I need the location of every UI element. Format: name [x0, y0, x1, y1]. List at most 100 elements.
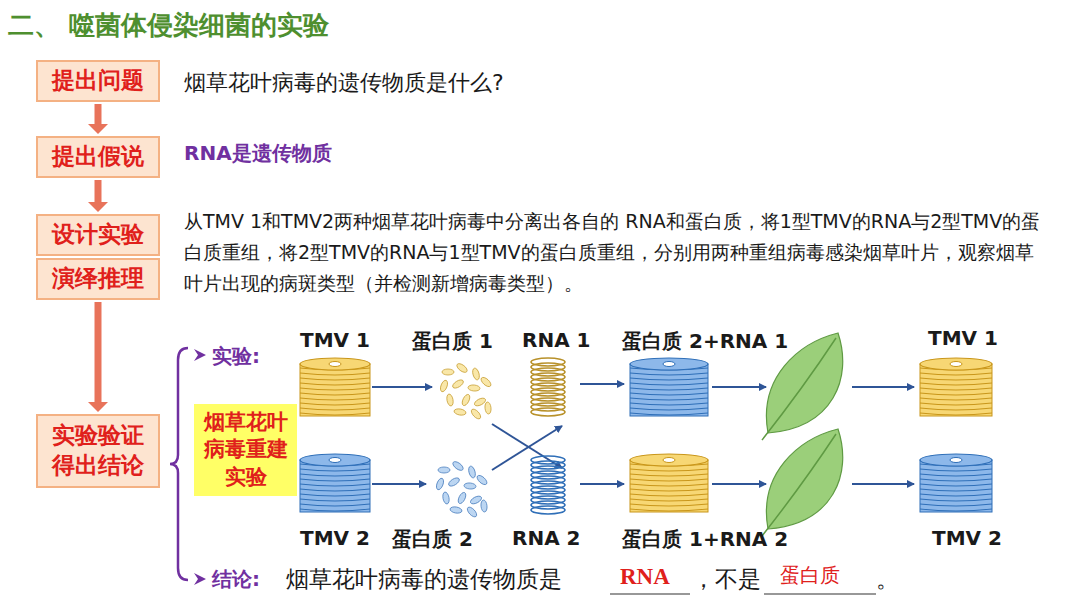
capsid-stripe [920, 469, 992, 471]
capsid-stripe [300, 378, 370, 380]
text-line: 烟草花叶病毒的遗传物质是什么? [184, 68, 504, 98]
protein-subunit [455, 362, 468, 374]
step-label: 提出假说 [52, 142, 144, 172]
connector-line [95, 180, 102, 202]
flow-connector [88, 180, 108, 212]
conclusion-text: RNA [620, 564, 670, 590]
capsid-stripe [630, 413, 708, 415]
shape [920, 364, 992, 416]
capsid-hole [950, 362, 962, 367]
rna-coil [531, 358, 565, 416]
capsid-stripe [630, 383, 708, 385]
capsid-stripe [920, 403, 992, 405]
arrow-head [88, 124, 108, 134]
capsid-stripe [920, 393, 992, 395]
protein-subunit [438, 467, 450, 473]
slide-title: 二、 噬菌体侵染细菌的实验 [8, 8, 329, 43]
shape [300, 364, 370, 416]
capsid-stripe [300, 474, 370, 476]
protein-subunit [480, 500, 487, 513]
capsid-stripe [300, 469, 370, 471]
capsid-stripe [630, 393, 708, 395]
virus-particle [300, 358, 370, 416]
protein-subunit [451, 460, 464, 472]
virus-particle [920, 358, 992, 416]
capsid-stripe [630, 408, 708, 410]
step-box: 设计实验 [36, 214, 160, 256]
capsid-stripe [920, 494, 992, 496]
capsid-stripe [300, 484, 370, 486]
capsid-stripe [300, 388, 370, 390]
shape [630, 364, 708, 416]
capsid-stripe [920, 499, 992, 501]
connector-line [95, 302, 102, 402]
capsid-stripe [630, 499, 708, 501]
protein-subunit [442, 369, 454, 375]
step-label: 演绎推理 [52, 264, 144, 294]
conclusion-text: 结论: [212, 566, 260, 593]
capsid-stripe [630, 469, 708, 471]
coil-turn [531, 506, 565, 514]
leaf-vein [762, 434, 836, 536]
protein-subunits [435, 460, 488, 518]
highlight-box: 烟草花叶病毒重建实验 [194, 404, 297, 496]
protein-subunit [468, 384, 480, 391]
capsid-stripe [630, 484, 708, 486]
coil-turn [531, 408, 565, 416]
capsid-stripe [300, 489, 370, 491]
protein-subunit [466, 506, 479, 519]
part-label: RNA 2 [512, 526, 581, 550]
protein-subunits [439, 362, 492, 420]
capsid-stripe [630, 373, 708, 375]
capsid-stripe [300, 393, 370, 395]
text-line: 从TMV 1和TMV2两种烟草花叶病毒中分离出各自的 RNA和蛋白质，将1型TM… [184, 206, 1044, 299]
capsid-top [630, 454, 708, 466]
capsid-stripe [920, 398, 992, 400]
capsid-stripe [630, 403, 708, 405]
part-label: TMV 1 [928, 326, 998, 350]
arrow-head [88, 202, 108, 212]
capsid-hole [329, 458, 341, 463]
capsid-stripe [300, 373, 370, 375]
protein-subunit [446, 394, 454, 407]
part-label: TMV 2 [300, 526, 370, 550]
capsid-stripe [300, 479, 370, 481]
text-line: RNA是遗传物质 [184, 140, 332, 167]
connector-line [95, 104, 102, 124]
bracket [170, 348, 188, 580]
capsid-stripe [300, 383, 370, 385]
shape [920, 460, 992, 512]
capsid-stripe [300, 499, 370, 501]
capsid-stripe [920, 484, 992, 486]
virus-particle [630, 358, 708, 416]
capsid-stripe [920, 378, 992, 380]
rna-coil [531, 456, 565, 514]
capsid-stripe [920, 479, 992, 481]
capsid-stripe [920, 383, 992, 385]
capsid-stripe [920, 413, 992, 415]
capsid-stripe [630, 388, 708, 390]
part-label: 蛋白质 1 [412, 328, 493, 355]
protein-subunit [480, 376, 493, 388]
step-label: 实验验证 得出结论 [50, 421, 145, 481]
capsid-stripe [630, 504, 708, 506]
protein-subunit [484, 402, 491, 415]
step-label: 烟草花叶病毒重建实验 [202, 409, 288, 491]
capsid-stripe [920, 373, 992, 375]
capsid-stripe [630, 479, 708, 481]
part-label: TMV 1 [300, 328, 370, 352]
part-label: RNA 1 [522, 328, 591, 352]
protein-subunit [454, 408, 467, 416]
protein-subunit [467, 465, 476, 478]
capsid-stripe [300, 413, 370, 415]
capsid-stripe [630, 489, 708, 491]
protein-subunit [450, 506, 463, 514]
capsid-hole [663, 362, 675, 367]
shape [630, 460, 708, 512]
flow-connector [88, 302, 108, 412]
virus-particle [300, 454, 370, 512]
capsid-hole [663, 458, 675, 463]
protein-subunit [442, 492, 450, 505]
step-box: 提出假说 [36, 136, 160, 178]
part-label: 蛋白质 1+RNA 2 [622, 526, 788, 553]
